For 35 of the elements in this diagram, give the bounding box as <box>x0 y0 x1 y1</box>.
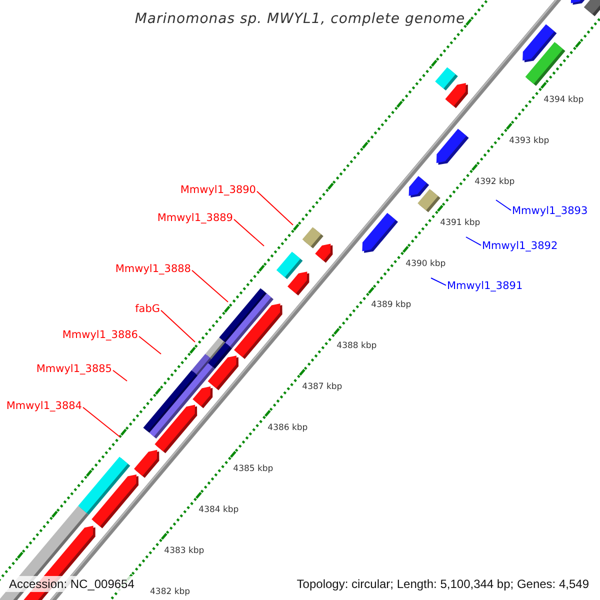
leader-line <box>466 236 482 246</box>
gene-label: Mmwyl1_3886 <box>62 328 138 342</box>
gene-label: Mmwyl1_3890 <box>180 183 256 197</box>
gene-label: fabG <box>135 302 160 316</box>
scale-label: 4385 kbp <box>233 464 274 476</box>
diagram-title: Marinomonas sp. MWYL1, complete genome <box>134 10 466 29</box>
gene-label: Mmwyl1_3888 <box>115 262 191 276</box>
leader-line <box>256 190 294 226</box>
gene-label: Mmwyl1_3891 <box>447 279 523 293</box>
scale-label: 4384 kbp <box>198 505 239 516</box>
gene-label: Mmwyl1_3884 <box>6 399 82 413</box>
scale-label: 4390 kbp <box>406 259 446 270</box>
leader-line <box>82 406 120 438</box>
accession-text: Accession: NC_009654 <box>6 576 138 592</box>
scale-label: 4392 kbp <box>474 177 515 188</box>
scale-label: 4391 kbp <box>440 218 480 230</box>
gene-label: Mmwyl1_3893 <box>512 204 588 218</box>
scale-label: 4386 kbp <box>268 423 308 434</box>
leader-line <box>160 310 196 342</box>
scale-label: 4387 kbp <box>302 382 342 394</box>
scale-label: 4389 kbp <box>371 300 412 312</box>
leader-line <box>192 270 228 302</box>
leader-line <box>138 336 162 354</box>
scale-label: 4394 kbp <box>544 95 584 106</box>
gene-label: Mmwyl1_3892 <box>482 239 558 253</box>
scale-label: 4393 kbp <box>509 136 550 148</box>
leader-line <box>496 200 512 211</box>
leader-line <box>112 370 128 382</box>
scale-label: 4388 kbp <box>336 341 377 352</box>
leader-line <box>234 218 264 246</box>
scale-label: 4382 kbp <box>150 587 190 598</box>
scale-label: 4383 kbp <box>164 546 204 558</box>
gene-label: Mmwyl1_3885 <box>36 362 112 376</box>
leader-line <box>430 278 446 286</box>
gene-label: Mmwyl1_3889 <box>157 211 233 225</box>
